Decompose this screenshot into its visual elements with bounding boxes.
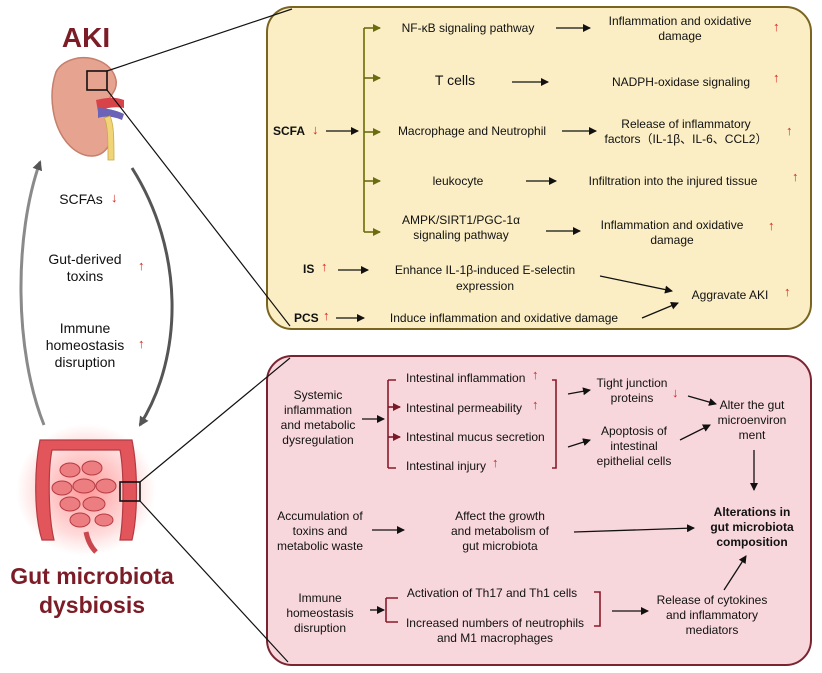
intestinal-inflammation-up-arrow: ↑ [532,367,539,382]
intestinal-mucus: Intestinal mucus secretion [406,430,545,444]
scfa-bracket [363,24,381,236]
ampk-up-arrow: ↑ [768,218,775,233]
toxins-up-arrow: ↑ [138,258,145,273]
ampk-pathway-line-2: signaling pathway [413,228,509,242]
apoptosis-line-3: epithelial cells [596,454,672,468]
neutrophils-line-1: Increased numbers of neutrophils [405,616,585,630]
immune-bottom-line-1: Immune [298,591,342,605]
tight-junction-line-2: proteins [610,391,654,405]
intestinal-permeability: Intestinal permeability [406,401,523,415]
accumulation-line-3: metabolic waste [276,539,364,553]
kidney-icon [51,56,124,161]
systemic-line-1: Systemic [293,388,343,402]
intestinal-inflammation: Intestinal inflammation [406,371,526,385]
is-effect-line-2: expression [455,279,515,293]
dysbiosis-title-line-1: Gut microbiota [10,563,174,589]
tight-junction-down-arrow: ↓ [672,385,679,400]
ampk-pathway-line-1: AMPK/SIRT1/PGC-1α [401,213,521,227]
release-cytokines-line-3: mediators [685,623,739,637]
release-factors-line-1: Release of inflammatory [621,117,751,131]
nadph-signaling: NADPH-oxidase signaling [611,75,751,89]
scfa-down-arrow: ↓ [312,122,319,137]
dysbiosis-title-line-2: dysbiosis [38,592,146,618]
scfas-label: SCFAs [59,191,103,207]
th17-activation: Activation of Th17 and Th1 cells [406,586,578,600]
systemic-line-3: and metabolic [280,418,356,432]
is-up-arrow: ↑ [321,259,328,274]
is-effect-line-1: Enhance IL-1β-induced E-selectin [394,263,576,277]
intestinal-permeability-up-arrow: ↑ [532,397,539,412]
alter-line-1: Alter the gut [719,398,785,412]
release-cytokines-line-2: and inflammatory [665,608,759,622]
pcs-up-arrow: ↑ [323,308,330,323]
apoptosis-line-1: Apoptosis of [600,424,668,438]
immune-line-3: disruption [54,354,116,370]
apoptosis-line-2: intestinal [610,439,658,453]
neutrophils-line-2: and M1 macrophages [436,631,554,645]
scfas-down-arrow: ↓ [111,190,118,205]
intestinal-injury-up-arrow: ↑ [492,455,499,470]
release-factors-up-arrow: ↑ [786,123,793,138]
release-factors-line-2: factors（IL-1β、IL-6、CCL2） [604,132,768,146]
accumulation-line-1: Accumulation of [277,509,363,523]
systemic-line-4: dysregulation [282,433,354,447]
pcs-label: PCS [294,311,319,325]
leukocyte: leukocyte [432,174,484,188]
inflammation-line-2: damage [658,29,702,43]
alterations-line-3: composition [716,535,788,549]
aki-mechanism-panel [266,6,812,330]
affect-line-2: and metabolism of [450,524,550,538]
affect-line-3: gut microbiota [462,539,538,553]
intestinal-bracket [385,379,601,627]
scfa-label: SCFA [273,124,306,138]
alter-line-3: ment [738,428,766,442]
pcs-effect: Induce inflammation and oxidative damage [389,311,619,325]
alter-line-2: microenviron [717,413,787,427]
aggravate-up-arrow: ↑ [784,284,791,299]
inflammation-line-1: Inflammation and oxidative [608,14,752,28]
infiltration: Infiltration into the injured tissue [588,174,758,188]
immune-bottom-line-3: disruption [293,621,347,635]
nadph-up-arrow: ↑ [773,70,780,85]
immune-up-arrow: ↑ [138,336,145,351]
systemic-line-2: inflammation [283,403,353,417]
ampk-inflammation-line-1: Inflammation and oxidative [600,218,744,232]
immune-bottom-line-2: homeostasis [286,606,354,620]
tight-junction-line-1: Tight junction [596,376,668,390]
alterations-line-2: gut microbiota [710,520,794,534]
affect-line-1: Affect the growth [455,509,545,523]
aki-title: AKI [61,22,111,53]
aggravate-aki: Aggravate AKI [691,288,769,302]
accumulation-line-2: toxins and [292,524,348,538]
toxins-line-1: Gut-derived [48,251,122,267]
dysbiosis-mechanism-panel [266,355,812,666]
infiltration-up-arrow: ↑ [792,169,799,184]
macrophage-neutrophil: Macrophage and Neutrophil [397,124,547,138]
ampk-inflammation-line-2: damage [650,233,694,247]
toxins-line-2: toxins [66,268,104,284]
is-label: IS [303,262,315,276]
inflammation-up-arrow: ↑ [773,19,780,34]
nfkb-pathway: NF-κB signaling pathway [401,21,535,35]
immune-line-2: homeostasis [45,337,125,353]
release-cytokines-line-1: Release of cytokines [656,593,768,607]
intestine-icon [16,424,156,556]
intestinal-injury: Intestinal injury [406,459,487,473]
t-cells: T cells [434,72,476,88]
immune-line-1: Immune [59,320,111,336]
alterations-line-1: Alterations in [713,505,791,519]
